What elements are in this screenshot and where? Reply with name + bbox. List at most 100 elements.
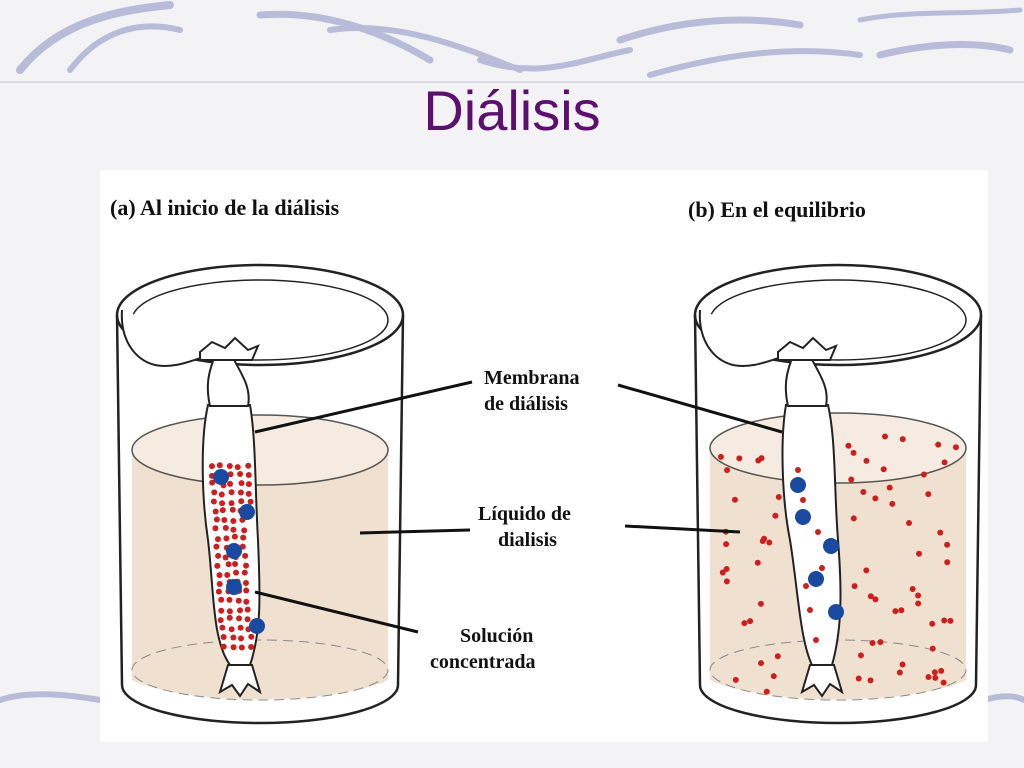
small-particle bbox=[757, 600, 764, 607]
small-particle bbox=[869, 640, 876, 647]
small-particle bbox=[724, 467, 731, 474]
small-particle bbox=[213, 543, 220, 550]
small-particle bbox=[238, 644, 245, 651]
small-particle bbox=[218, 596, 225, 603]
small-particle bbox=[860, 489, 867, 496]
small-particle bbox=[741, 620, 748, 627]
small-particle bbox=[222, 524, 229, 531]
small-particle bbox=[855, 675, 862, 682]
panel-b-caption: (b) En el equilibrio bbox=[688, 197, 866, 222]
small-particle bbox=[232, 560, 239, 567]
label-liquid: Líquido de dialisis bbox=[359, 503, 741, 551]
small-particle bbox=[920, 471, 927, 478]
tube-b-bottom-knot bbox=[800, 664, 844, 698]
tube-b-knot bbox=[777, 336, 838, 361]
small-particle bbox=[216, 580, 223, 587]
small-particle bbox=[941, 617, 948, 624]
diagram-panel: (a) Al inicio de la diálisis (b) En el e… bbox=[100, 170, 988, 742]
small-particle bbox=[819, 565, 825, 571]
small-particle bbox=[228, 500, 235, 507]
small-particle bbox=[216, 572, 223, 579]
small-particle bbox=[723, 541, 730, 548]
large-particle bbox=[808, 571, 824, 587]
small-particle bbox=[944, 559, 951, 566]
small-particle bbox=[247, 498, 254, 505]
small-particle bbox=[226, 596, 233, 603]
small-particle bbox=[952, 444, 959, 451]
leader-membrane-a bbox=[254, 380, 473, 434]
small-particle bbox=[929, 645, 936, 652]
small-particle bbox=[243, 562, 250, 569]
leader-solution-a bbox=[254, 590, 419, 634]
small-particle bbox=[241, 569, 248, 576]
solute-particles-a bbox=[208, 462, 265, 651]
small-particle bbox=[807, 607, 813, 613]
leader-liquid-a bbox=[359, 528, 471, 535]
small-particle bbox=[938, 667, 945, 674]
solute-particles-b-inside bbox=[790, 467, 844, 643]
small-particle bbox=[233, 569, 240, 576]
small-particle bbox=[241, 527, 248, 534]
tube-a-tied-top bbox=[206, 354, 250, 407]
label-liquid-line2: dialisis bbox=[498, 529, 557, 551]
small-particle bbox=[238, 635, 245, 642]
tube-a-knot bbox=[199, 336, 260, 361]
small-particle bbox=[220, 643, 227, 650]
small-particle bbox=[898, 607, 905, 614]
label-solution-line2: concentrada bbox=[430, 651, 536, 673]
small-particle bbox=[245, 490, 252, 497]
small-particle bbox=[763, 688, 770, 695]
small-particle bbox=[909, 585, 916, 592]
small-particle bbox=[226, 608, 233, 615]
beaker-b bbox=[693, 263, 983, 725]
small-particle bbox=[248, 633, 255, 640]
small-particle bbox=[230, 634, 237, 641]
small-particle bbox=[803, 583, 809, 589]
small-particle bbox=[244, 616, 251, 623]
small-particle bbox=[845, 442, 852, 449]
small-particle bbox=[886, 484, 893, 491]
small-particle bbox=[211, 489, 218, 496]
small-particle bbox=[872, 495, 879, 502]
small-particle bbox=[758, 660, 765, 667]
small-particle bbox=[244, 606, 251, 613]
small-particle bbox=[877, 639, 884, 646]
small-particle bbox=[213, 516, 220, 523]
label-liquid-line1: Líquido de bbox=[478, 503, 571, 525]
small-particle bbox=[915, 592, 922, 599]
small-particle bbox=[215, 552, 222, 559]
small-particle bbox=[881, 433, 888, 440]
small-particle bbox=[230, 518, 237, 525]
small-particle bbox=[732, 676, 739, 683]
small-particle bbox=[800, 497, 806, 503]
small-particle bbox=[248, 643, 255, 650]
swirl-decoration bbox=[0, 1, 1024, 703]
large-particle bbox=[795, 509, 811, 525]
small-particle bbox=[867, 677, 874, 684]
small-particle bbox=[240, 534, 247, 541]
small-particle bbox=[231, 533, 238, 540]
small-particle bbox=[242, 552, 249, 559]
small-particle bbox=[940, 679, 947, 686]
small-particle bbox=[723, 578, 730, 585]
leader-membrane-b bbox=[617, 383, 783, 434]
small-particle bbox=[209, 479, 216, 486]
beaker-a-bottom-rim bbox=[131, 639, 389, 701]
beaker-a-liquid-surface bbox=[131, 414, 389, 486]
small-particle bbox=[747, 618, 754, 625]
beaker-a-wall bbox=[115, 314, 405, 725]
small-particle bbox=[214, 536, 221, 543]
small-particle bbox=[929, 620, 936, 627]
small-particle bbox=[754, 559, 761, 566]
small-particle bbox=[863, 457, 870, 464]
small-particle bbox=[218, 491, 225, 498]
label-membrane-line1: Membrana bbox=[484, 367, 580, 389]
small-particle bbox=[896, 669, 903, 676]
small-particle bbox=[216, 462, 223, 469]
small-particle bbox=[867, 593, 874, 600]
small-particle bbox=[941, 459, 948, 466]
small-particle bbox=[235, 597, 242, 604]
small-particle bbox=[717, 453, 724, 460]
large-particle bbox=[249, 618, 265, 634]
small-particle bbox=[221, 516, 228, 523]
